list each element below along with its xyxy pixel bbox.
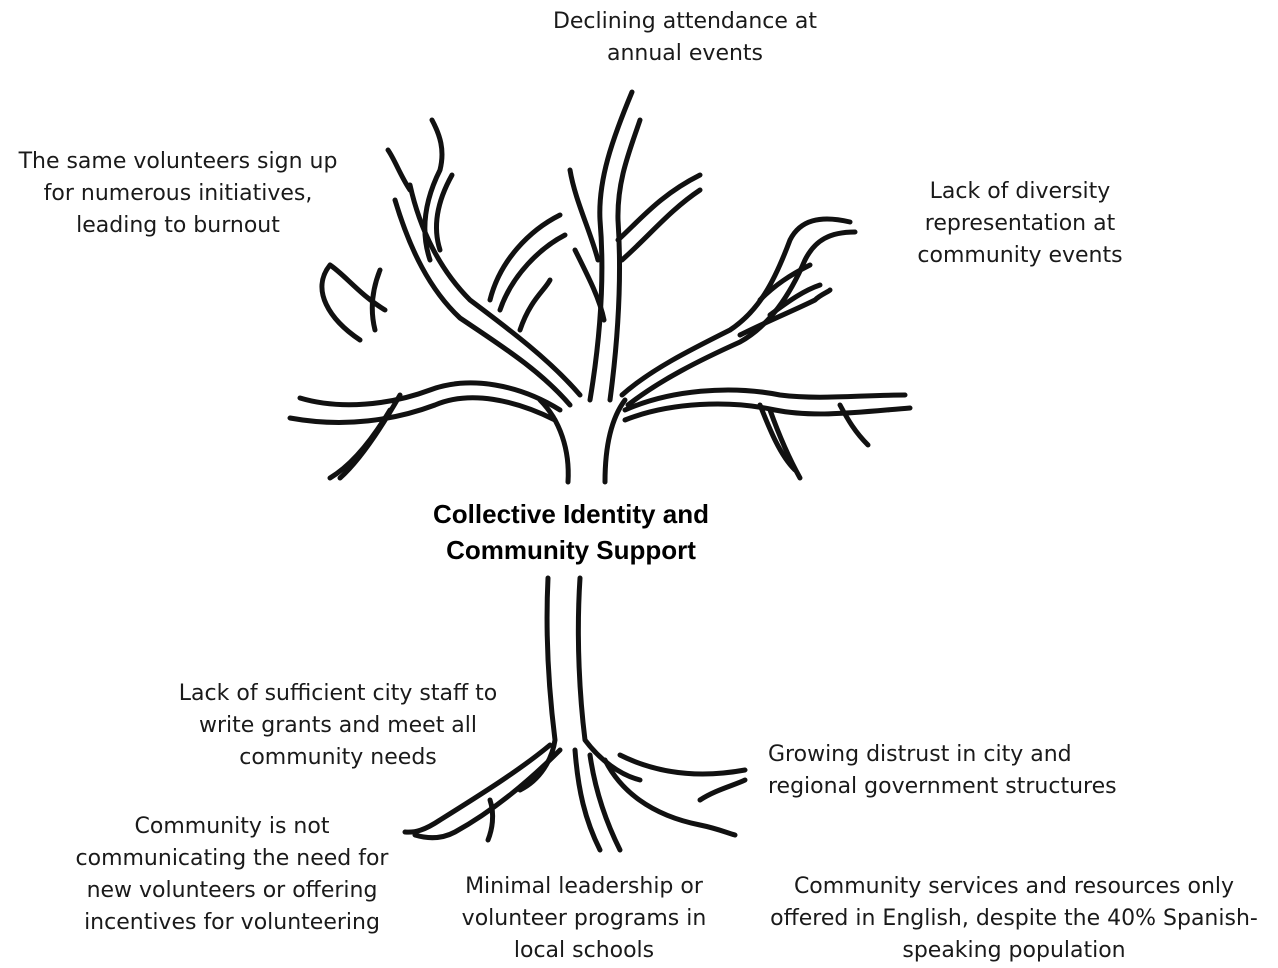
root-label-distrust-line2: regional government structures <box>768 774 1117 799</box>
branch-center <box>567 89 703 403</box>
branch-label-top-line2: annual events <box>606 41 764 66</box>
root-label-schools-line1: Minimal leadership or <box>465 874 703 899</box>
root-label-language-line1: Community services and resources only <box>793 874 1235 899</box>
branch-label-left-line3: leading to burnout <box>76 213 280 238</box>
trunk-upper <box>537 397 628 485</box>
root-label-schools: Minimal leadership or volunteer programs… <box>438 871 730 967</box>
trunk-lower <box>517 575 643 793</box>
root-label-schools-line3: local schools <box>513 938 655 963</box>
center-title: Collective Identity and Community Suppor… <box>398 496 744 568</box>
root-label-communication-line2: communicating the need for <box>75 846 389 871</box>
roots <box>402 742 748 853</box>
branch-label-top-line1: Declining attendance at <box>552 9 818 34</box>
branch-label-left-line2: for numerous initiatives, <box>43 181 313 206</box>
branch-right-upper <box>619 216 858 408</box>
root-label-staff-line2: write grants and meet all <box>198 713 478 738</box>
root-label-communication-line1: Community is not <box>134 814 330 839</box>
tree-outline <box>287 89 913 853</box>
branch-right-lower <box>622 387 913 481</box>
root-label-staff: Lack of sufficient city staff to write g… <box>160 678 516 774</box>
root-label-communication: Community is not communicating the need … <box>58 811 406 939</box>
center-title-line2: Community Support <box>446 535 696 565</box>
root-label-staff-line3: community needs <box>239 745 437 770</box>
branch-label-left: The same volunteers sign up for numerous… <box>0 146 356 242</box>
branch-label-left-line1: The same volunteers sign up <box>18 149 338 174</box>
branch-label-right-line3: community events <box>917 243 1123 268</box>
root-label-language-line2: offered in English, despite the 40% Span… <box>770 906 1258 931</box>
branch-left-lower <box>287 262 563 481</box>
root-label-language: Community services and resources only of… <box>750 871 1278 967</box>
branch-left-upper <box>385 117 583 408</box>
root-label-staff-line1: Lack of sufficient city staff to <box>178 681 498 706</box>
branch-label-top: Declining attendance at annual events <box>520 6 850 70</box>
root-label-communication-line4: incentives for volunteering <box>84 910 380 935</box>
branch-label-right: Lack of diversity representation at comm… <box>895 176 1145 272</box>
branch-label-right-line2: representation at <box>924 211 1116 236</box>
center-title-line1: Collective Identity and <box>433 499 709 529</box>
root-label-language-line3: speaking population <box>902 938 1126 963</box>
branch-label-right-line1: Lack of diversity <box>929 179 1111 204</box>
root-label-communication-line3: new volunteers or offering <box>86 878 378 903</box>
root-label-distrust-line1: Growing distrust in city and <box>768 742 1072 767</box>
root-label-schools-line2: volunteer programs in <box>461 906 707 931</box>
root-label-distrust: Growing distrust in city and regional go… <box>768 739 1168 803</box>
